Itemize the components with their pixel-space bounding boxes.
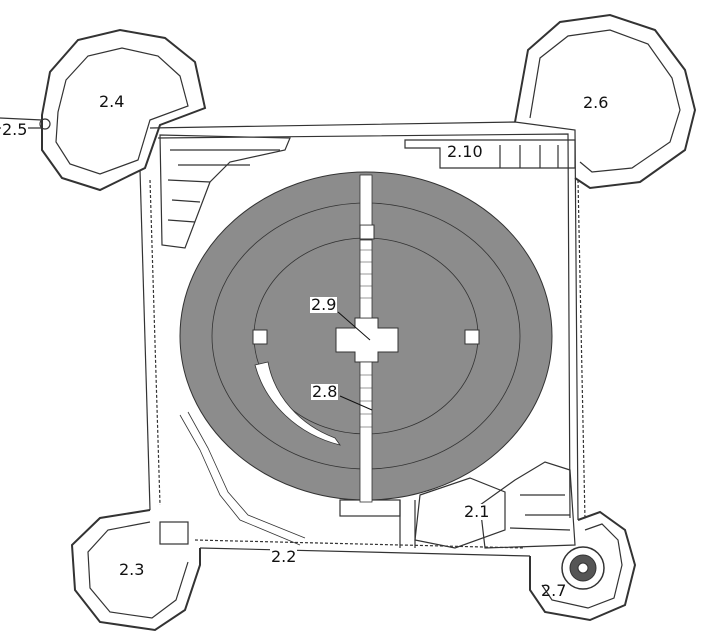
label-2-10: 2.10 bbox=[446, 142, 484, 161]
label-2-6: 2.6 bbox=[583, 93, 609, 112]
bastion-2-7 bbox=[529, 510, 637, 622]
label-2-2: 2.2 bbox=[270, 547, 298, 566]
central-round-tower bbox=[179, 171, 553, 503]
bastion-2-6 bbox=[514, 13, 697, 190]
building-2-10 bbox=[404, 139, 576, 169]
label-2-7: 2.7 bbox=[541, 581, 567, 600]
bastion-2-3 bbox=[70, 509, 201, 632]
label-2-8: 2.8 bbox=[311, 382, 339, 401]
curtain-walls bbox=[139, 121, 586, 557]
building-top-left bbox=[159, 134, 291, 249]
label-2-9: 2.9 bbox=[310, 295, 338, 314]
label-2-1: 2.1 bbox=[463, 502, 491, 521]
label-2-5: 2.5 bbox=[1, 120, 29, 139]
spiral-tower bbox=[561, 546, 605, 590]
label-2-3: 2.3 bbox=[119, 560, 145, 579]
label-2-4: 2.4 bbox=[99, 92, 125, 111]
left-path bbox=[179, 411, 306, 546]
